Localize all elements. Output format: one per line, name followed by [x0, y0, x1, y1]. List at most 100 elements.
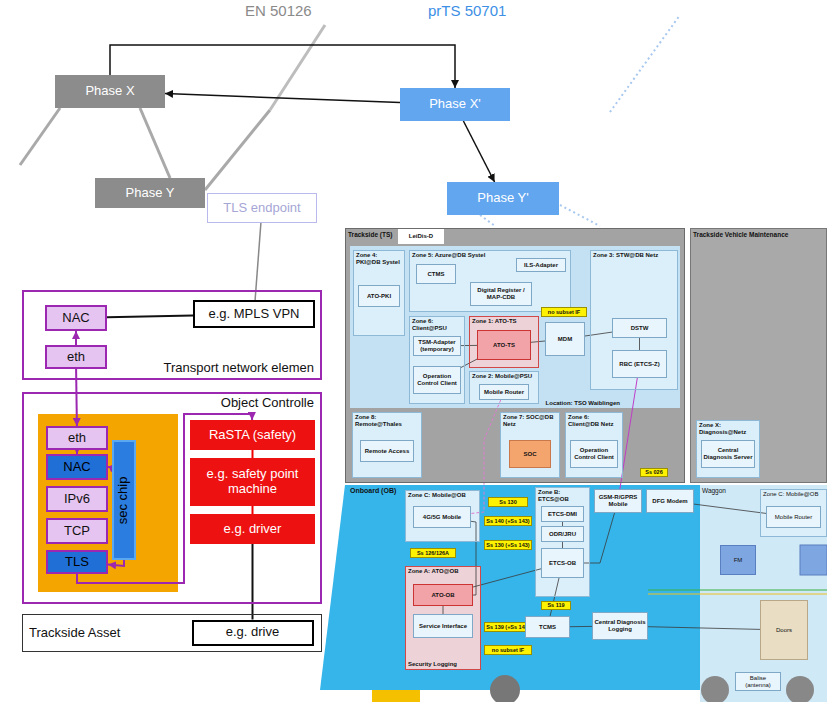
zone-box: Zone C: Mobile@OBMobile Router	[760, 489, 827, 537]
area-fill	[565, 412, 623, 478]
area-fill	[405, 490, 480, 542]
connector	[694, 504, 766, 513]
connector	[75, 369, 78, 426]
node-text: Zone 1: ATO-TS	[472, 318, 536, 325]
connector	[108, 560, 124, 566]
node-text: TLS	[49, 555, 105, 570]
node-text: Operation Control Client	[415, 373, 459, 387]
area-fill	[690, 228, 827, 483]
node-text: Zone C: Mobile@OB	[763, 491, 824, 498]
node-text: DSTW	[614, 325, 665, 332]
protocol-box: NAC	[45, 305, 107, 331]
component-box: TCMS	[525, 616, 570, 638]
area-fill	[500, 412, 560, 478]
interface-tag: Ss 130	[488, 497, 528, 507]
controller-module	[38, 414, 178, 592]
component-box: GSM-R/GPRS Mobile	[594, 489, 642, 513]
node-text: TCMS	[527, 624, 568, 631]
zone-box: Zone X: Diagnosis@NetzCentral Diagnosis …	[696, 420, 760, 478]
area-fill	[345, 228, 685, 483]
protocol-box: eth	[46, 426, 108, 450]
node-text: MDM	[547, 336, 583, 343]
area-fill	[469, 316, 539, 368]
node-text: ETCS-OB	[543, 560, 582, 567]
node-text: Zone 3: STW@DB Netz	[593, 252, 675, 259]
component-box: Remote Access	[360, 440, 414, 462]
component-box: ATO-PKI	[358, 285, 400, 307]
node-text: Central Diagnosis Server	[703, 447, 753, 461]
safety-box: RaSTA (safety)	[190, 420, 315, 450]
node-text: Ss 130 (+Ss 143)	[485, 542, 531, 548]
tab-label: LeiDis-D	[398, 229, 444, 244]
bus-wire	[648, 590, 827, 591]
node-text: Mobile Router	[481, 389, 527, 396]
component-box: DFG Modem	[646, 489, 694, 513]
connector	[550, 578, 559, 616]
interface-tag: Ss 126/126A	[410, 548, 456, 558]
node-text: Doors	[762, 627, 806, 634]
node-text: Digital Register / MAP-CDB	[472, 287, 530, 301]
protocol-box: eth	[45, 345, 107, 369]
area-fill	[535, 487, 590, 597]
zone-box: Zone 6: Client@PSUTSM-Adapter (temporary…	[409, 316, 465, 404]
zone-box: Zone 3: STW@DB NetzDSTW RBC (ETCS-Z)	[590, 250, 678, 390]
node-text: Ss 119	[542, 602, 570, 608]
area-fill	[409, 316, 465, 404]
zone-box: Zone 6: Client@DB NetzOperation Control …	[565, 412, 623, 478]
zone-box: Zone 4: PKI@DB SystelATO-PKI	[353, 250, 405, 336]
endpoint-box: TLS endpoint	[207, 193, 317, 223]
node-text: Zone B: ETCS@OB	[538, 489, 587, 503]
component-box: ATO-OB	[413, 584, 473, 606]
component-box: ILS-Adapter	[516, 258, 566, 272]
node-text: e.g. driver	[194, 522, 311, 537]
node-text: Zone 2: Mobile@PSU	[472, 373, 536, 380]
node-text: Zone A: ATO@OB	[408, 568, 478, 575]
wheel	[786, 676, 814, 702]
group-frame: Trackside Assete.g. drive	[22, 614, 322, 652]
node-text: Phase X	[56, 84, 164, 99]
component-box: ETCS-DMI	[541, 506, 584, 522]
component-box: e.g. MPLS VPN	[193, 300, 315, 328]
node-text: Security Logging	[408, 661, 478, 668]
node-text: no subset IF	[542, 309, 586, 315]
component-box	[800, 545, 827, 575]
wheel	[490, 675, 520, 702]
node-text: Ss 140 (+Ss 143)	[485, 518, 531, 524]
node-text: NAC	[49, 460, 105, 475]
connector	[252, 506, 254, 514]
train-body	[320, 485, 700, 690]
node-text: ODR/JRU	[543, 531, 582, 538]
node-text: Zone 7: SOC@DB Netz	[503, 414, 557, 428]
node-text: Ss 026	[641, 469, 667, 475]
connector	[648, 627, 760, 630]
node-text: NAC	[48, 311, 104, 326]
connector	[584, 513, 615, 563]
area-fill	[696, 420, 760, 478]
node-text: SOC	[511, 451, 549, 458]
phase-box: Phase Y'	[447, 182, 559, 215]
component-box: Digital Register / MAP-CDB	[470, 282, 532, 306]
node-text: Zone C: Mobile@OB	[408, 492, 477, 499]
standard-label: prTS 50701	[428, 2, 506, 19]
node-text: Service Interface	[415, 623, 471, 630]
phase-box: Phase Y	[95, 178, 205, 208]
node-text: e.g. drive	[195, 625, 311, 640]
protocol-box: NAC	[46, 454, 108, 480]
component-box: Mobile Router	[479, 384, 529, 400]
connector	[252, 450, 254, 458]
flow-line	[140, 108, 170, 178]
node-text: TSM-Adapter (temporary)	[415, 339, 459, 353]
component-box: ATO-TS	[477, 330, 531, 360]
node-text: RBC (ETCS-Z)	[614, 361, 665, 368]
node-text: no subset IF	[485, 647, 531, 653]
waggon-area: WaggonZone C: Mobile@OBMobile RouterFMDo…	[700, 485, 827, 702]
node-text: CTMS	[418, 271, 454, 278]
connector	[252, 544, 254, 620]
component-box: RBC (ETCS-Z)	[612, 350, 667, 378]
component-box: CTMS	[416, 264, 456, 284]
connector	[463, 121, 494, 182]
bus-wire	[648, 594, 827, 595]
node-text: FM	[722, 557, 754, 564]
area-fill	[760, 489, 827, 537]
connector	[75, 331, 77, 345]
